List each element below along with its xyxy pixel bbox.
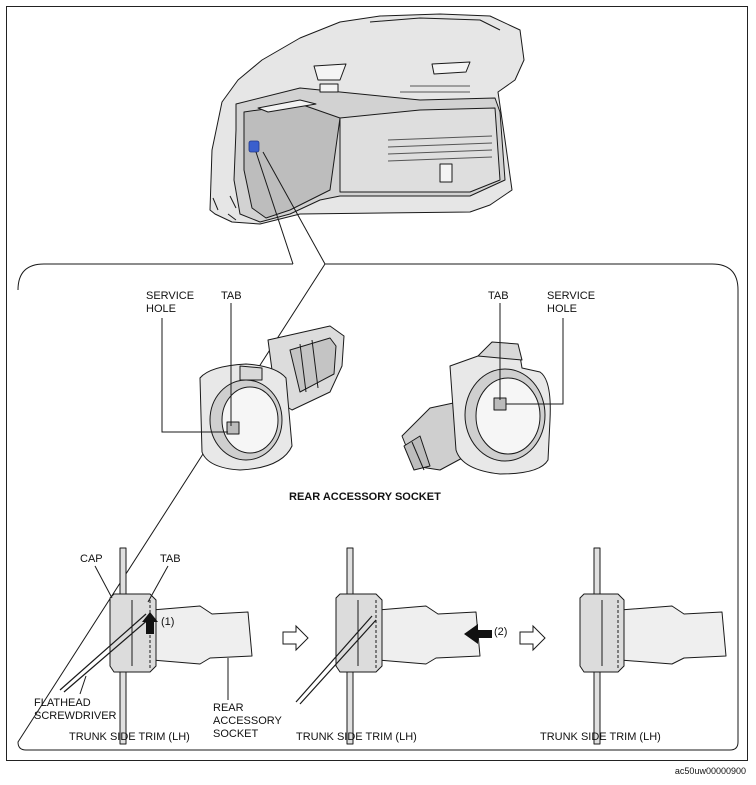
step3-illustration xyxy=(579,547,727,745)
next-arrow-1 xyxy=(282,624,309,652)
label-step2: (2) xyxy=(494,626,508,638)
step1-up-arrow xyxy=(142,612,158,634)
figure-frame xyxy=(6,6,748,761)
step1-illustration xyxy=(59,547,253,745)
label-tab-left: TAB xyxy=(221,290,242,302)
socket-location-marker xyxy=(248,140,260,153)
trim-grille-lines xyxy=(387,85,493,162)
label-tab-right: TAB xyxy=(488,290,509,302)
step2-left-arrow xyxy=(464,624,492,644)
label-tab-bottom: TAB xyxy=(160,553,181,565)
step2-illustration xyxy=(295,547,481,745)
leader-lines-right xyxy=(499,303,564,405)
leader-lines-left xyxy=(161,303,232,433)
label-step1: (1) xyxy=(161,616,175,628)
socket-left xyxy=(199,325,345,471)
trunk-trim-panel xyxy=(209,13,525,225)
label-trim-1: TRUNK SIDE TRIM (LH) xyxy=(69,731,190,743)
detail-leader xyxy=(255,151,326,265)
label-cap: CAP xyxy=(80,553,103,565)
label-trim-3: TRUNK SIDE TRIM (LH) xyxy=(540,731,661,743)
label-socket-title: REAR ACCESSORY SOCKET xyxy=(289,491,441,503)
leader-lines-step1 xyxy=(79,565,229,700)
label-trim-2: TRUNK SIDE TRIM (LH) xyxy=(296,731,417,743)
figure-code: ac50uw00000900 xyxy=(674,766,746,776)
detail-box xyxy=(17,263,739,751)
next-arrow-2 xyxy=(519,624,546,652)
socket-right xyxy=(401,341,551,475)
